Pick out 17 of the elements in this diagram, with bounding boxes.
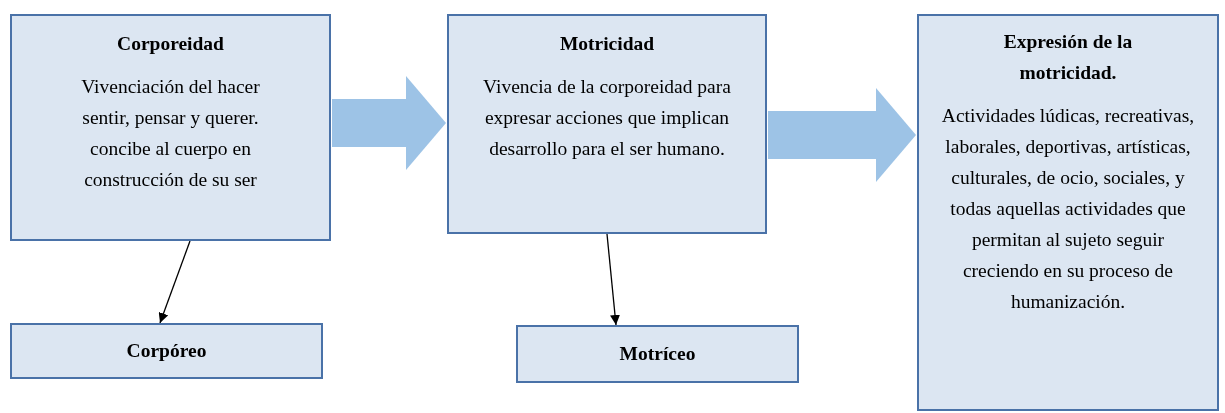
concept-box [917, 14, 1219, 411]
box-description: Actividades lúdicas, recreativas, laborales, deportivas, artísticas, culturales, de ocio, sociales, y todas aquellas actividades que permitan al sujeto seguir creciendo en su proceso de humanización. [940, 104, 1196, 314]
concept-box [10, 14, 331, 241]
concept-box [10, 323, 323, 379]
box-heading: Motríceo [618, 342, 697, 366]
box-heading: Corpóreo [125, 339, 208, 363]
box-heading: Motricidad [558, 32, 656, 56]
concept-box [516, 325, 799, 383]
box-heading: Corporeidad [116, 32, 225, 56]
block-arrow [332, 76, 446, 170]
box-description: Vivencia de la corporeidad para expresar acciones que implican desarrollo para el ser humano. [482, 75, 732, 161]
box-description: Vivenciación del hacer sentir, pensar y querer. concibe al cuerpo en construcción de su ser [80, 75, 261, 192]
arrow [606, 233, 620, 326]
box-heading: Expresión de la motricidad. [1002, 30, 1134, 85]
arrow [158, 240, 191, 324]
block-arrow [768, 88, 916, 182]
concept-box [447, 14, 767, 234]
